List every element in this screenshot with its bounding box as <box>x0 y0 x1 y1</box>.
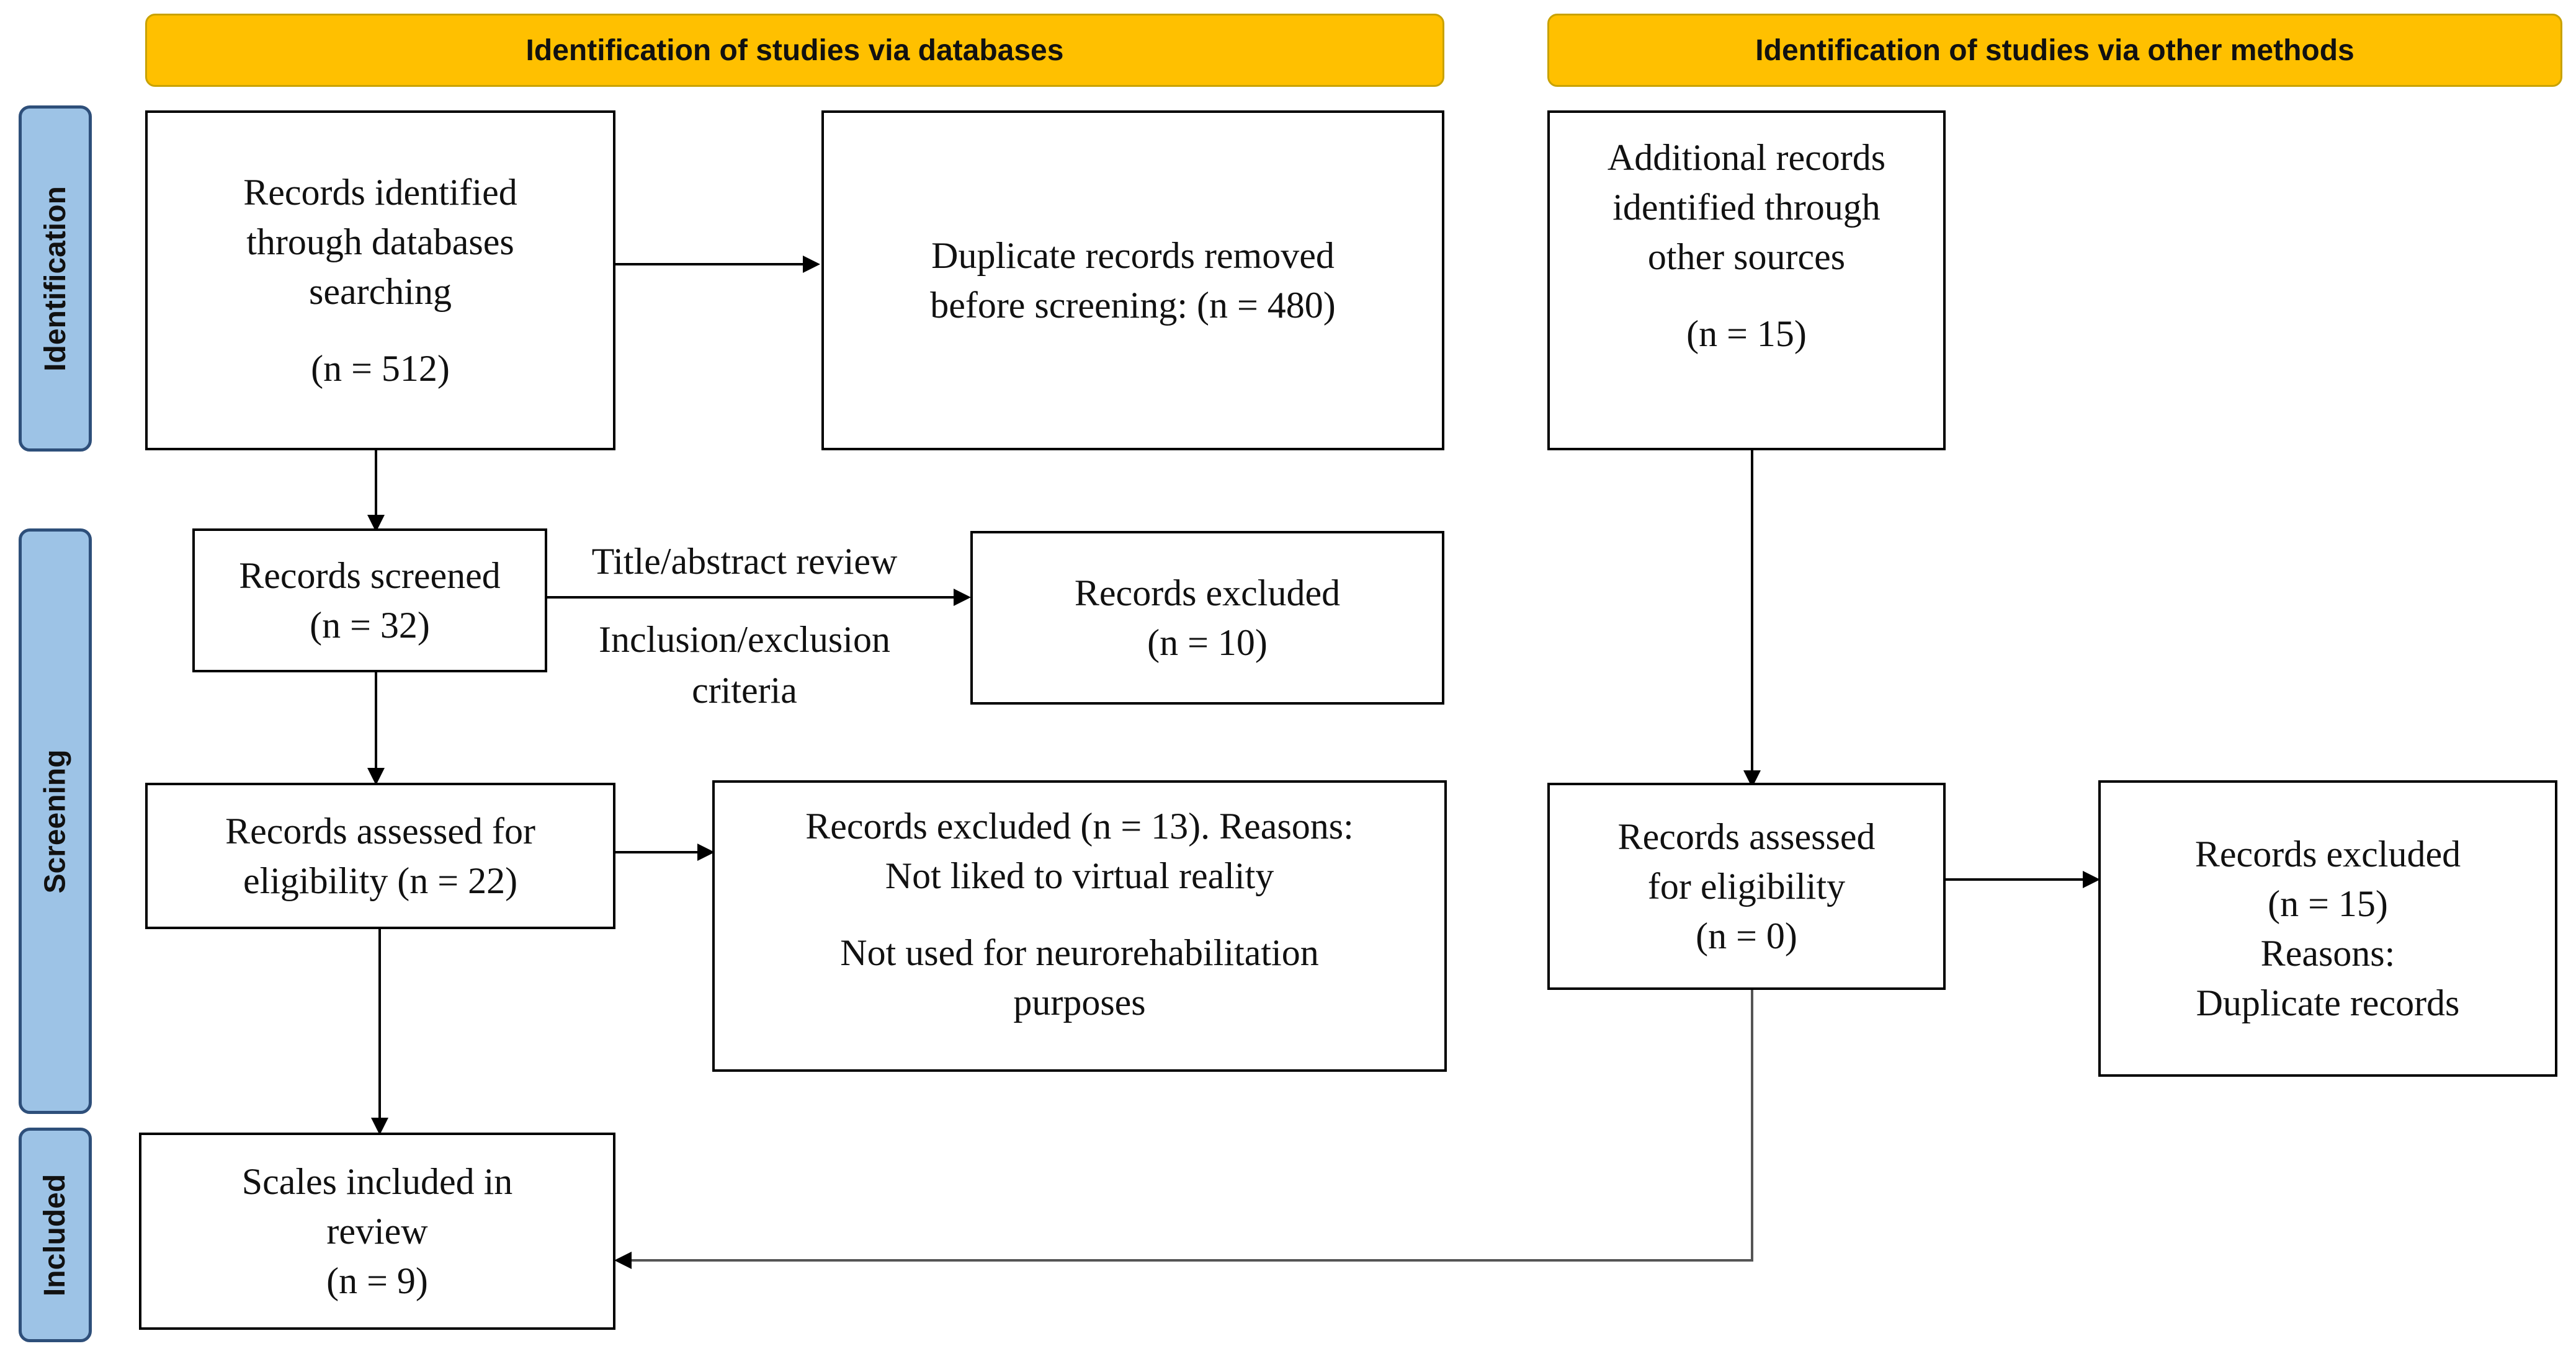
duplicates-removed-line2: before screening: (n = 480) <box>930 285 1336 326</box>
records-identified-box: Records identified through databases sea… <box>145 110 615 450</box>
records-excluded-db-reason2b: purposes <box>1013 982 1146 1023</box>
records-excluded-db-reason1: Not liked to virtual reality <box>885 855 1274 896</box>
additional-records-line1: Additional records <box>1607 137 1886 178</box>
records-excluded-other-count: (n = 15) <box>2268 883 2388 924</box>
arrowhead-db-excluded <box>697 844 715 861</box>
additional-records-line2: identified through <box>1612 187 1881 228</box>
included-line2: review <box>326 1211 428 1252</box>
arrowhead-other-excluded <box>2083 871 2100 888</box>
inclusion-exclusion-label: Inclusion/exclusion criteria <box>558 614 931 716</box>
records-excluded-other-line1: Records excluded <box>2194 834 2461 875</box>
records-excluded-db-reason2a: Not used for neurorehabilitation <box>840 932 1319 973</box>
duplicates-removed-line1: Duplicate records removed <box>931 235 1335 276</box>
records-identified-count: (n = 512) <box>311 348 450 389</box>
arrowhead-duplicates <box>803 256 820 273</box>
assessed-eligibility-other-line1: Records assessed <box>1617 816 1876 857</box>
records-excluded-screen-box: Records excluded (n = 10) <box>970 531 1444 705</box>
assessed-eligibility-other-count: (n = 0) <box>1696 915 1797 956</box>
assessed-eligibility-other-line2: for eligibility <box>1647 866 1846 907</box>
records-identified-line3: searching <box>309 271 452 312</box>
stage-identification: Identification <box>19 105 92 452</box>
arrowhead-other-to-included <box>614 1252 632 1269</box>
additional-records-box: Additional records identified through ot… <box>1547 110 1946 450</box>
records-excluded-db-box: Records excluded (n = 13). Reasons: Not … <box>712 780 1447 1072</box>
included-line1: Scales included in <box>241 1161 513 1202</box>
header-other-methods: Identification of studies via other meth… <box>1547 14 2562 87</box>
title-abstract-label: Title/abstract review <box>591 541 898 582</box>
header-databases: Identification of studies via databases <box>145 14 1444 87</box>
inclusion-exclusion-line2: criteria <box>692 670 797 711</box>
stage-included: Included <box>19 1128 92 1342</box>
duplicates-removed-box: Duplicate records removed before screeni… <box>821 110 1444 450</box>
records-identified-line1: Records identified <box>243 172 517 213</box>
arrowhead-screened <box>367 515 385 532</box>
records-excluded-screen-line1: Records excluded <box>1074 572 1341 613</box>
stage-screening: Screening <box>19 528 92 1114</box>
records-screened-line1: Records screened <box>239 555 501 596</box>
arrowhead-included <box>371 1118 388 1135</box>
assessed-eligibility-other-box: Records assessed for eligibility (n = 0) <box>1547 783 1946 990</box>
arrow-other-to-included <box>620 990 1753 1262</box>
arrowhead-records-excluded <box>954 589 971 606</box>
additional-records-line3: other sources <box>1647 236 1846 277</box>
additional-records-count: (n = 15) <box>1686 313 1807 354</box>
records-excluded-other-box: Records excluded (n = 15) Reasons: Dupli… <box>2098 780 2557 1077</box>
assessed-eligibility-line1: Records assessed for <box>225 811 535 852</box>
records-screened-count: (n = 32) <box>310 605 430 646</box>
arrowhead-other-assessed <box>1743 770 1761 788</box>
records-excluded-other-reasons: Reasons: <box>2260 933 2395 974</box>
arrowhead-assessed <box>367 768 385 785</box>
records-excluded-screen-count: (n = 10) <box>1147 622 1268 663</box>
included-count: (n = 9) <box>326 1260 428 1301</box>
records-excluded-other-reason1: Duplicate records <box>2196 982 2460 1023</box>
assessed-eligibility-box: Records assessed for eligibility (n = 22… <box>145 783 615 929</box>
assessed-eligibility-line2: eligibility (n = 22) <box>243 860 518 901</box>
records-excluded-db-line1: Records excluded (n = 13). Reasons: <box>805 806 1354 847</box>
records-screened-box: Records screened (n = 32) <box>192 528 547 672</box>
included-box: Scales included in review (n = 9) <box>139 1133 615 1330</box>
inclusion-exclusion-line1: Inclusion/exclusion <box>599 619 890 660</box>
records-identified-line2: through databases <box>246 221 514 262</box>
